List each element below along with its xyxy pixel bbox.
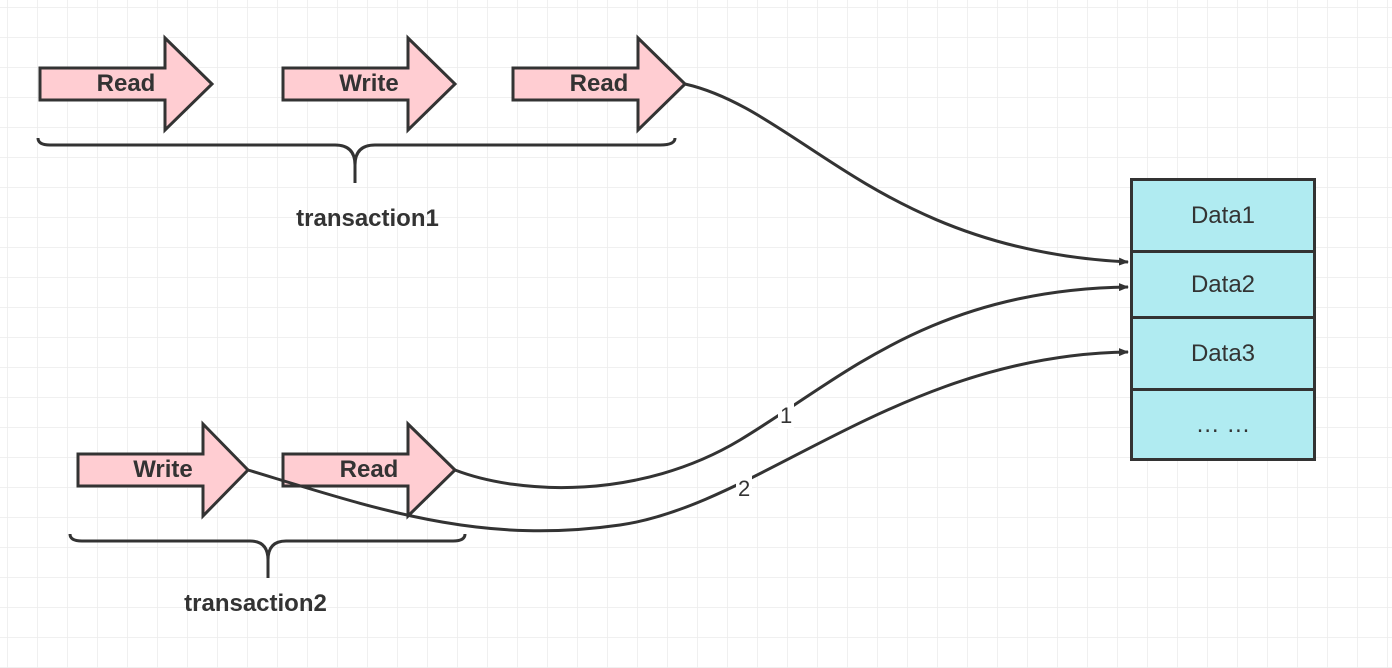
transaction2-label: transaction2 [184,590,327,617]
block-arrow-t1-read [38,34,215,134]
data-row-more: … … [1130,388,1316,461]
block-arrow-t2-write [76,420,251,520]
brace-transaction2 [68,533,467,578]
op-label: Read [569,70,629,97]
connector-t1-read-to-data2 [684,82,1129,266]
op-label: Read [96,70,156,97]
connector-t2-write-to-data3 [247,348,1129,533]
connector-t2-read-to-data2 [454,283,1129,490]
data-row-1: Data1 [1130,178,1316,253]
transaction1-label: transaction1 [296,205,439,232]
block-arrow-t1-write [281,34,458,134]
data-row-3: Data3 [1130,316,1316,391]
edge-label-1: 1 [778,403,795,429]
op-label: Write [133,456,193,483]
edge-label-2: 2 [736,476,753,502]
op-label: Write [339,70,399,97]
op-label: Read [339,456,399,483]
brace-transaction1 [36,137,677,183]
block-arrow-t1-read2 [511,34,688,134]
data-row-2: Data2 [1130,250,1316,319]
